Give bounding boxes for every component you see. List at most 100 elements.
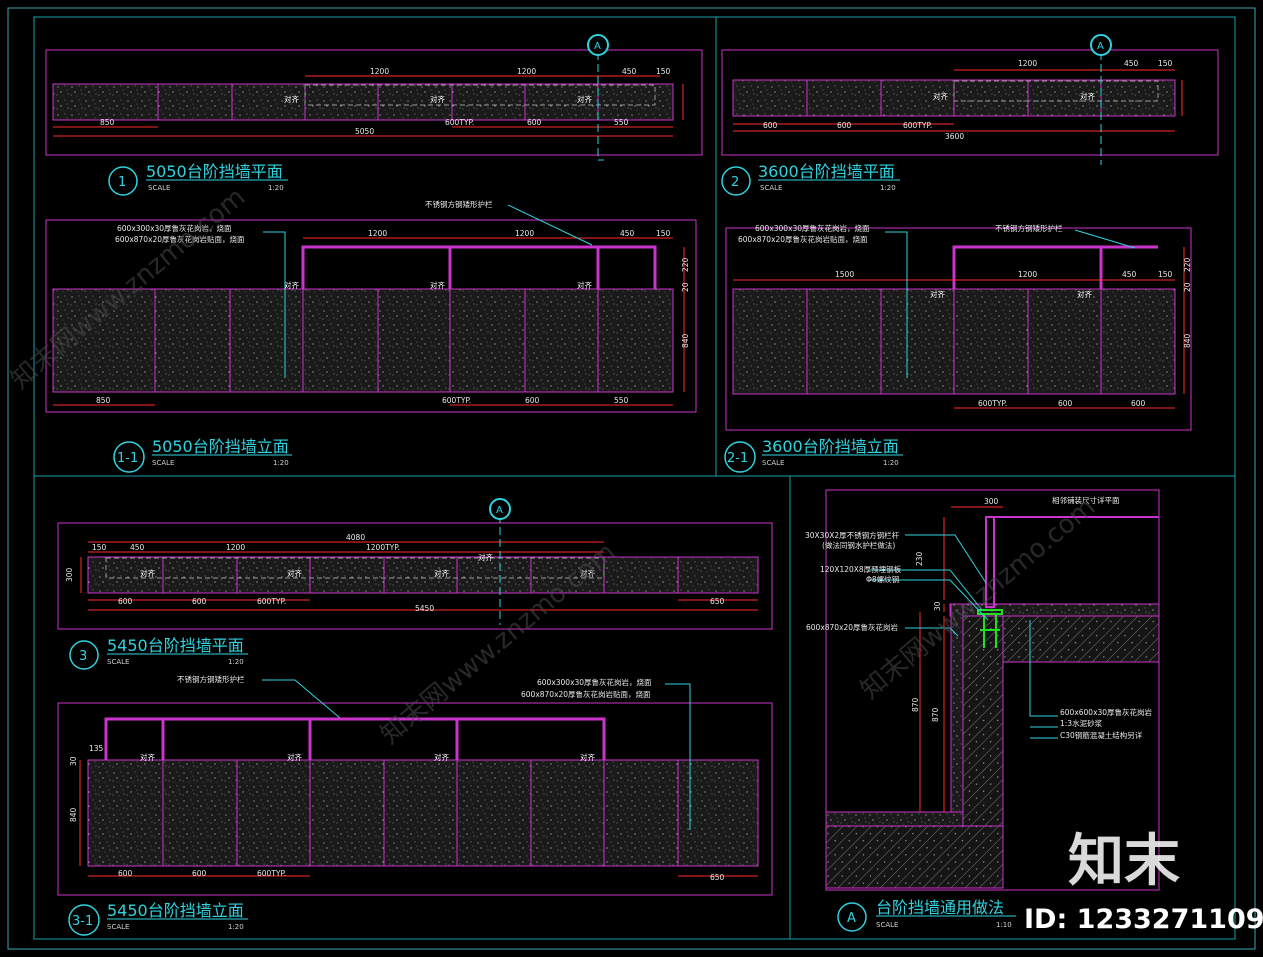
drawing-element: [868, 569, 983, 611]
dir-tag: 对齐: [430, 94, 445, 104]
drawing-element: [977, 609, 1003, 648]
dim: 450: [130, 543, 145, 552]
note: 600x870x20厚鲁灰花岗岩贴面，烧面: [738, 234, 868, 244]
note: 600x600x30厚鲁灰花岗岩: [1060, 707, 1153, 717]
drawing-element: [87, 556, 759, 594]
elev-3600-dims: 600x300x30厚鲁灰花岗岩，烧面 600x870x20厚鲁灰花岗岩贴面，烧…: [738, 223, 1192, 408]
dim: 550: [614, 396, 629, 405]
drawing-element: 1:20: [268, 184, 284, 192]
drawing-element: [977, 609, 1003, 615]
dir-tag: 对齐: [434, 568, 449, 578]
drawing-element: [52, 288, 674, 393]
drawing-element: [825, 811, 964, 827]
drawing-element: [53, 75, 684, 137]
drawing-element: [724, 441, 756, 473]
drawing-element: 1:20: [880, 184, 896, 192]
detail-a-notes: 30X30X2厚不锈钢方钢栏杆 (做法同钢水护栏做法) 120X120X8厚预埋…: [805, 495, 1153, 740]
drawing-element: [1090, 34, 1112, 56]
note: 600x870x20厚鲁灰花岗岩贴面，烧面: [521, 689, 651, 699]
drawing-element: [68, 904, 100, 936]
frame-elev-2: [725, 227, 1192, 431]
drawing-element: SCALE: [148, 184, 170, 192]
dir-tag: 对齐: [140, 568, 155, 578]
drawing-element: [301, 245, 657, 289]
dim: 600: [525, 396, 540, 405]
drawing-element: 1:20: [883, 459, 899, 467]
drawing-element: 3600台阶挡墙立面: [762, 437, 899, 456]
dir-tag: 对齐: [580, 752, 595, 762]
dim: 600: [837, 121, 852, 130]
drawing-element: [1029, 620, 1058, 717]
drawing-element: 3: [79, 649, 87, 664]
drawing-element: [301, 245, 657, 289]
drawing-element: [80, 541, 758, 611]
dir-tag: 对齐: [930, 289, 945, 299]
dim: 450: [1122, 270, 1137, 279]
dir-tag: 对齐: [430, 280, 445, 290]
drawing-element: [837, 902, 867, 932]
dir-tag: 对齐: [284, 280, 299, 290]
title-detail-a: A 台阶挡墙通用做法 SCALE 1:10: [837, 898, 1016, 932]
dim: 1200: [1018, 270, 1037, 279]
dim: 150: [656, 229, 671, 238]
dim: 850: [100, 118, 115, 127]
drawing-element: [721, 166, 751, 196]
dir-tag: 对齐: [1080, 91, 1096, 101]
dim: 1200: [1018, 59, 1037, 68]
dim: 870: [911, 697, 920, 712]
dir-tag: 对齐: [287, 752, 302, 762]
drawing-element: 1:20: [228, 658, 244, 666]
drawing-element: [262, 679, 691, 830]
note: (做法同钢水护栏做法): [822, 540, 895, 550]
drawing-element: [53, 288, 673, 392]
dim: 600: [118, 869, 133, 878]
note: 600x300x30厚鲁灰花岗岩，烧面: [117, 223, 232, 233]
drawing-element: [262, 679, 341, 719]
dim: 450: [620, 229, 635, 238]
dir-tag: 对齐: [580, 568, 595, 578]
dim: 20: [681, 282, 690, 292]
dim: 4080: [346, 533, 365, 542]
title-elev-1: 1-1 5050台阶挡墙立面 SCALE 1:20: [113, 437, 292, 473]
dim: 600TYP.: [257, 597, 286, 606]
frame-plan-2: [721, 49, 1219, 156]
dim: 1200: [370, 67, 389, 76]
drawing-element: [104, 717, 606, 760]
drawing-element: 3-1: [72, 914, 93, 929]
elev-3600: [732, 229, 1185, 409]
drawing-element: [733, 247, 1185, 409]
drawing-element: SCALE: [107, 658, 129, 666]
dim: 600TYP.: [903, 121, 932, 130]
section-marker-2: A: [1090, 34, 1112, 56]
dim: 220: [681, 257, 690, 272]
dim: 1200: [517, 67, 536, 76]
dim: 840: [1183, 333, 1192, 348]
elev-5050-dims: 600x300x30厚鲁灰花岗岩，烧面 600x870x20厚鲁灰花岗岩贴面，烧…: [96, 199, 690, 405]
drawing-element: A: [496, 505, 503, 516]
drawing-element: 1-1: [117, 451, 138, 466]
drawing-element: [162, 760, 679, 866]
drawing-element: 1:20: [228, 923, 244, 931]
drawing-element: [52, 83, 674, 121]
section-marker-1: A: [587, 34, 609, 56]
drawing-element: [870, 579, 989, 621]
dim: 600TYP.: [442, 396, 471, 405]
title-elev-2: 2-1 3600台阶挡墙立面 SCALE 1:20: [724, 437, 903, 473]
dim: 850: [96, 396, 111, 405]
drawing-element: [263, 204, 593, 378]
dim: 150: [1158, 270, 1173, 279]
dir-tag: 对齐: [140, 752, 155, 762]
drawing-element: 1: [118, 175, 126, 190]
drawing-element: [105, 557, 605, 579]
drawing-element: [985, 516, 995, 608]
drawing-element: A: [594, 41, 601, 52]
drawing-element: SCALE: [152, 459, 174, 467]
dim: 30: [69, 756, 78, 766]
dir-tag: 对齐: [577, 94, 592, 104]
drawing-element: 2: [731, 175, 739, 190]
note: 120X120X8厚预埋钢板: [820, 564, 902, 574]
dim: 135: [89, 744, 104, 753]
drawing-element: [87, 759, 759, 867]
note: 600x870x20厚鲁灰花岗岩贴面，烧面: [115, 234, 245, 244]
